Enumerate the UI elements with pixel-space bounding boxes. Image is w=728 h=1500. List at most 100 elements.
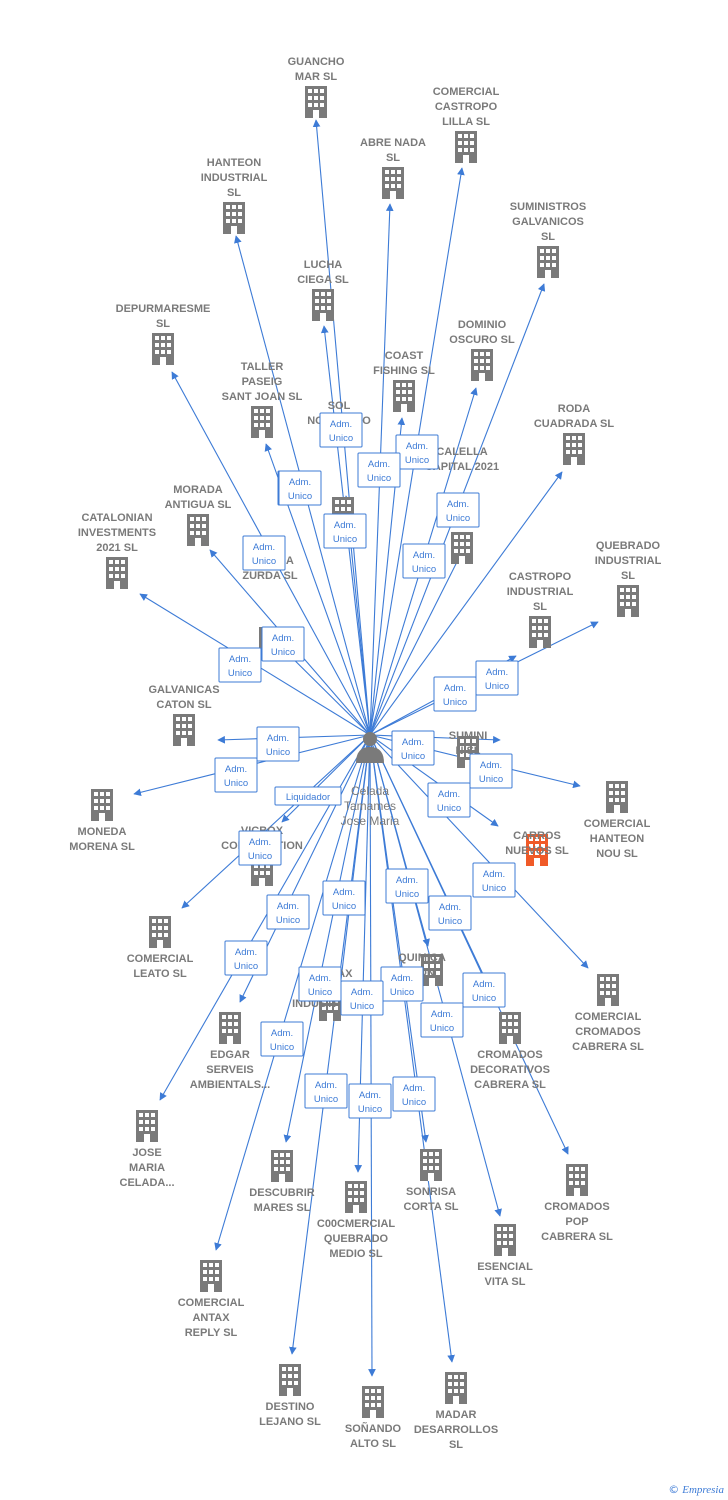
company-name-line: CARROS (513, 830, 561, 842)
company-name-line: SANT JOAN SL (222, 391, 303, 403)
role-label-box (214, 757, 258, 793)
edge-role-label[interactable]: Adm.Unico (319, 412, 363, 448)
company-node-edgar-serveis[interactable]: EDGARSERVEISAMBIENTALS... (190, 1012, 270, 1091)
edge-role-label[interactable]: Adm.Unico (395, 434, 439, 470)
edge-role-label[interactable]: Liquidador (274, 786, 342, 806)
company-name-line: CROMADOS (544, 1201, 609, 1213)
edge-role-label[interactable]: Adm.Unico (238, 830, 282, 866)
edge-role-label[interactable]: Adm.Unico (323, 513, 367, 549)
role-label-text: Adm. (271, 1028, 293, 1039)
role-label-box (278, 470, 322, 506)
role-label-text: Adm. (334, 520, 356, 531)
edge-role-label[interactable]: Adm.Unico (242, 535, 286, 571)
edge-roda-cuadrada (369, 471, 563, 736)
edge-role-label[interactable]: Adm.Unico (385, 868, 429, 904)
company-name-line: DOMINIO (458, 319, 507, 331)
edge-role-label[interactable]: Adm.Unico (298, 966, 342, 1002)
building-icon (606, 781, 628, 813)
edge-destino-lejano (289, 734, 371, 1355)
edge-role-label[interactable]: Adm.Unico (472, 862, 516, 898)
edge-role-label[interactable]: Adm.Unico (224, 940, 268, 976)
role-label-text: Unico (438, 916, 462, 927)
edge-role-label[interactable]: Adm.Unico (266, 894, 310, 930)
footer-credit[interactable]: ©Empresia (668, 1483, 724, 1496)
role-label-text: Adm. (249, 837, 271, 848)
edge-role-label[interactable]: Adm.Unico (427, 782, 471, 818)
edge-role-label[interactable]: Adm.Unico (420, 1002, 464, 1038)
edge-role-label[interactable]: Adm.Unico (340, 980, 384, 1016)
role-label-text: Adm. (253, 542, 275, 553)
edge-labels-layer: Adm.UnicoAdm.UnicoAdm.UnicoAdm.UnicoAdm.… (214, 412, 519, 1119)
edge-role-label[interactable]: Adm.Unico (256, 726, 300, 762)
role-label-text: Unico (308, 987, 332, 998)
edge-role-label[interactable]: Adm.Unico (436, 492, 480, 528)
company-name-line: GUANCHO (288, 56, 345, 68)
edge-role-label[interactable]: Adm.Unico (348, 1083, 392, 1119)
edge-role-label[interactable]: Adm.Unico (469, 753, 513, 789)
building-icon (529, 616, 551, 648)
edge-role-label[interactable]: Adm.Unico (428, 895, 472, 931)
role-label-box (340, 980, 384, 1016)
company-name-line: POP (565, 1216, 588, 1228)
edge-role-label[interactable]: Adm.Unico (475, 660, 519, 696)
edge-role-label[interactable]: Adm.Unico (380, 966, 424, 1002)
role-label-text: Unico (405, 455, 429, 466)
edge-role-label[interactable]: Adm.Unico (304, 1073, 348, 1109)
role-label-text: Adm. (351, 987, 373, 998)
edge-role-label[interactable]: Adm.Unico (462, 972, 506, 1008)
edge-role-label[interactable]: Adm.Unico (322, 880, 366, 916)
role-label-box (433, 676, 477, 712)
edge-role-label[interactable]: Adm.Unico (218, 647, 262, 683)
role-label-text: Unico (332, 901, 356, 912)
edge-role-label[interactable]: Adm.Unico (357, 452, 401, 488)
edge-role-label[interactable]: Adm.Unico (391, 730, 435, 766)
edge-role-label[interactable]: Adm.Unico (260, 1021, 304, 1057)
edge-role-label[interactable]: Adm.Unico (214, 757, 258, 793)
role-label-text: Unico (446, 513, 470, 524)
edge-role-label[interactable]: Adm.Unico (392, 1076, 436, 1112)
company-name-line: MADAR (436, 1409, 477, 1421)
building-icon (499, 1012, 521, 1044)
edge-role-label[interactable]: Adm.Unico (433, 676, 477, 712)
company-name-line: SOL (328, 400, 351, 412)
role-label-box (266, 894, 310, 930)
edge-role-label[interactable]: Adm.Unico (261, 626, 305, 662)
company-node-jose-maria-celada[interactable]: JOSEMARIACELADA... (120, 1110, 175, 1189)
edge-role-label[interactable]: Adm.Unico (402, 543, 446, 579)
role-label-text: Adm. (235, 947, 257, 958)
edge-role-label[interactable]: Adm.Unico (278, 470, 322, 506)
